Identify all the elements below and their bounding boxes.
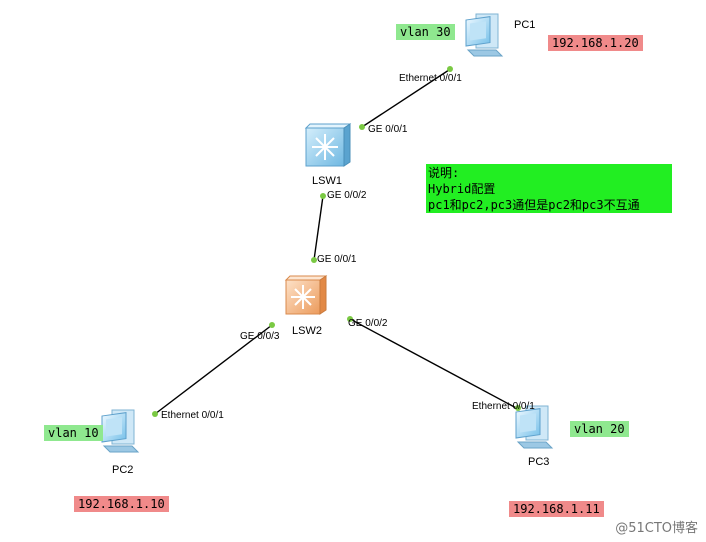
port-label-lsw1-ge2: GE 0/0/2 xyxy=(327,190,367,201)
vlan-tag-pc3: vlan 20 xyxy=(570,421,629,437)
port-dot-pc1 xyxy=(447,66,453,72)
device-name-lsw2: LSW2 xyxy=(292,325,322,337)
port-dot-lsw2-ge3 xyxy=(269,322,275,328)
port-label-pc3-eth: Ethernet 0/0/1 xyxy=(472,401,535,412)
switch-icon[interactable] xyxy=(304,123,352,167)
link-lsw1-pc1 xyxy=(361,67,453,128)
note-box: 说明: Hybrid配置 pc1和pc2,pc3通但是pc2和pc3不互通 xyxy=(426,164,672,213)
vlan-tag-pc2: vlan 10 xyxy=(44,425,103,441)
ip-tag-pc3: 192.168.1.11 xyxy=(509,501,604,517)
device-name-pc1: PC1 xyxy=(514,19,536,31)
port-dot-lsw1-ge1 xyxy=(359,124,365,130)
port-label-lsw2-ge1: GE 0/0/1 xyxy=(317,254,357,265)
port-dots xyxy=(152,66,521,417)
link-lsw2-pc2 xyxy=(154,324,273,415)
note-line-2: Hybrid配置 xyxy=(428,182,496,196)
switch-icon[interactable] xyxy=(284,275,328,315)
port-dot-pc3 xyxy=(515,405,521,411)
port-label-pc2-eth: Ethernet 0/0/1 xyxy=(161,410,224,421)
ip-tag-pc2: 192.168.1.10 xyxy=(74,496,169,512)
vlan-tag-pc1: vlan 30 xyxy=(396,24,455,40)
note-line-3: pc1和pc2,pc3通但是pc2和pc3不互通 xyxy=(428,198,640,212)
pc-icon[interactable] xyxy=(101,409,139,453)
ip-tag-pc1: 192.168.1.20 xyxy=(548,35,643,51)
port-label-lsw1-ge1: GE 0/0/1 xyxy=(368,124,408,135)
watermark: @51CTO博客 xyxy=(615,521,698,536)
note-line-1: 说明: xyxy=(428,166,460,180)
port-label-lsw2-ge2: GE 0/0/2 xyxy=(348,318,388,329)
link-lsw2-pc3 xyxy=(349,318,521,411)
links xyxy=(154,67,521,415)
port-label-lsw2-ge3: GE 0/0/3 xyxy=(240,331,280,342)
link-lsw1-lsw2 xyxy=(313,195,324,261)
port-dot-lsw2-ge2 xyxy=(347,316,353,322)
pc-icon[interactable] xyxy=(465,13,503,57)
pc-icon[interactable] xyxy=(515,405,553,449)
port-dot-lsw1-ge2 xyxy=(320,193,326,199)
port-dot-lsw2-ge1 xyxy=(311,257,317,263)
device-name-lsw1: LSW1 xyxy=(312,175,342,187)
device-name-pc2: PC2 xyxy=(112,464,134,476)
port-dot-pc2 xyxy=(152,411,158,417)
device-name-pc3: PC3 xyxy=(528,456,550,468)
port-label-pc1-eth: Ethernet 0/0/1 xyxy=(399,73,462,84)
